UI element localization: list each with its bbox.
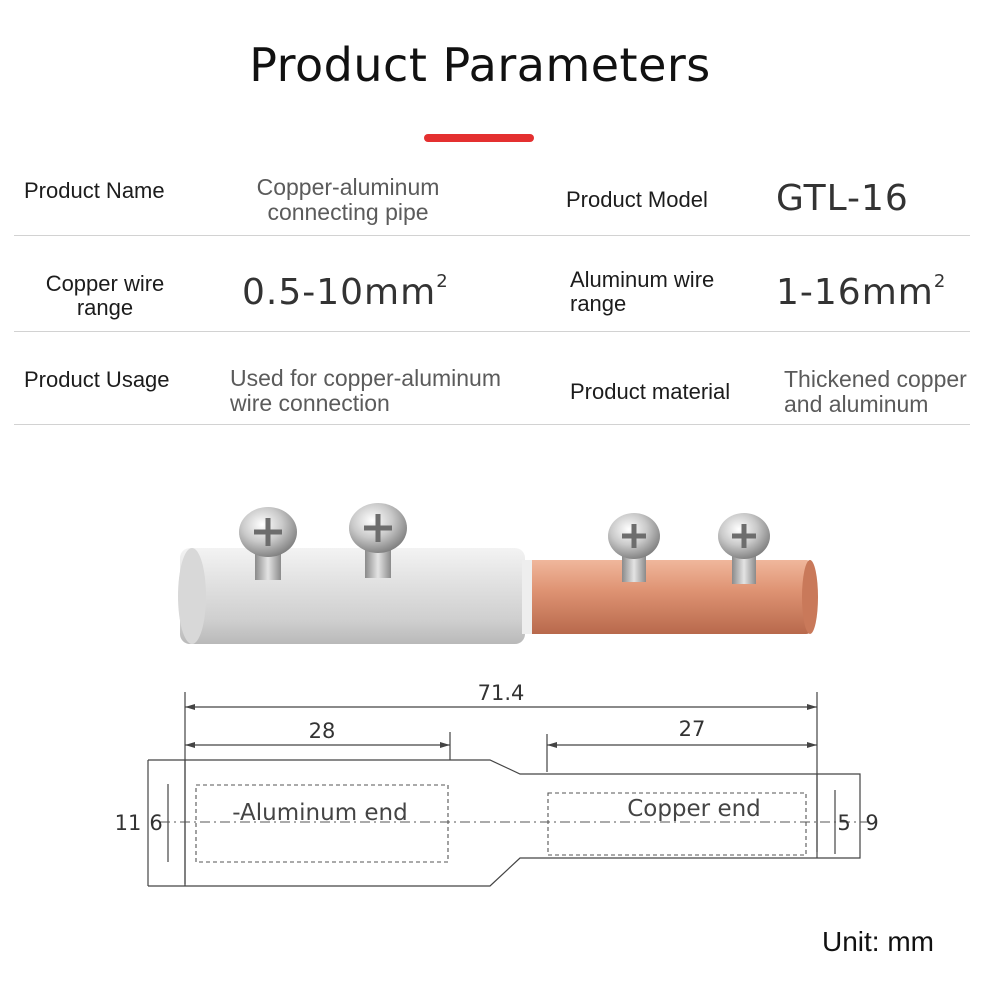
aluminum-inner-dia-label: 6 — [149, 811, 162, 835]
product-name-value-line1: Copper-aluminum — [256, 174, 440, 200]
aluminum-wire-range-value: 1-16mm2 — [776, 271, 947, 313]
copper-end-label: Copper end — [627, 796, 761, 822]
product-usage-value-line1: Used for copper-aluminum — [230, 365, 502, 391]
dimension-diagram: 71.4 28 27 11 6 5 9 -Aluminum end Copper… — [115, 681, 880, 887]
copper-wire-range-label-line2: range — [76, 294, 134, 320]
product-usage-value: Used for copper-aluminum wire connection — [230, 366, 501, 416]
aluminum-wire-range-number: 1-16mm — [776, 272, 934, 313]
aluminum-end-label: -Aluminum end — [232, 800, 408, 826]
copper-length-label: 27 — [679, 717, 706, 741]
total-length-label: 71.4 — [478, 681, 525, 705]
product-material-value-line1: Thickened copper — [784, 366, 967, 392]
screw — [349, 503, 407, 578]
aluminum-barrel — [178, 548, 525, 644]
row-divider — [14, 235, 970, 236]
copper-wire-range-value: 0.5-10mm2 — [242, 271, 449, 313]
copper-inner-dia-label: 5 — [837, 811, 850, 835]
product-material-value-line2: and aluminum — [784, 390, 929, 417]
product-name-value: Copper-aluminum connecting pipe — [238, 175, 458, 225]
aluminum-wire-range-superscript: 2 — [933, 271, 947, 292]
title-accent-bar — [424, 134, 534, 142]
aluminum-wire-range-label: Aluminum wire range — [570, 268, 714, 316]
copper-wire-range-label: Copper wire range — [30, 272, 180, 320]
screw — [718, 513, 770, 584]
product-model-label: Product Model — [566, 187, 708, 212]
product-usage-value-line2: wire connection — [230, 389, 390, 416]
copper-wire-range-label-line1: Copper wire — [45, 271, 165, 296]
product-name-label: Product Name — [24, 178, 165, 203]
aluminum-wire-range-label-line2: range — [570, 290, 627, 316]
unit-label: Unit: mm — [822, 926, 934, 957]
copper-outer-dia-label: 9 — [865, 811, 878, 835]
product-name-value-line2: connecting pipe — [267, 198, 429, 225]
screw — [608, 513, 660, 582]
page-title: Product Parameters — [249, 38, 711, 92]
screw — [239, 507, 297, 580]
row-divider — [14, 331, 970, 332]
product-model-value: GTL-16 — [776, 178, 909, 219]
product-material-value: Thickened copper and aluminum — [784, 367, 967, 417]
product-material-label: Product material — [570, 379, 731, 404]
aluminum-outer-dia-label: 11 — [115, 811, 142, 835]
copper-barrel — [522, 560, 818, 634]
aluminum-length-label: 28 — [309, 719, 336, 743]
product-photo — [178, 503, 818, 644]
row-divider — [14, 424, 970, 425]
copper-wire-range-number: 0.5-10mm — [242, 272, 437, 313]
aluminum-wire-range-label-line1: Aluminum wire — [570, 267, 715, 292]
copper-wire-range-superscript: 2 — [436, 271, 449, 292]
product-usage-label: Product Usage — [24, 367, 170, 392]
